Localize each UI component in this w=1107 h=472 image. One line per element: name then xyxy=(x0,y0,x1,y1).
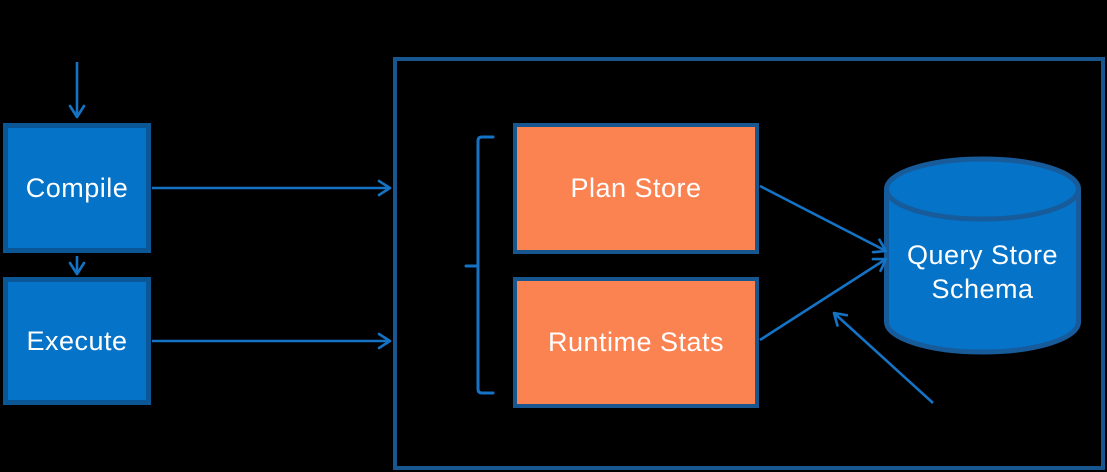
compile-label: Compile xyxy=(25,172,129,203)
query-store-container-box xyxy=(393,57,1105,470)
cylinder-body xyxy=(884,189,1081,355)
grouping-bracket xyxy=(476,135,495,395)
query-store-schema-label: Query Store Schema xyxy=(886,238,1079,306)
arrow-from-bottom-right-to-schema xyxy=(832,311,934,404)
execute-node: Execute xyxy=(3,277,151,405)
plan-store-label: Plan Store xyxy=(570,173,702,203)
cylinder-top-ellipse xyxy=(884,156,1081,222)
query-store-schema-label-line1: Query Store xyxy=(906,240,1059,270)
arrow-runtime-stats-to-schema xyxy=(759,257,888,342)
query-store-schema-label-line2: Schema xyxy=(931,274,1034,304)
runtime-stats-label: Runtime Stats xyxy=(547,327,725,357)
compile-node: Compile xyxy=(3,123,151,253)
execute-label: Execute xyxy=(26,325,128,356)
arrow-plan-store-to-schema xyxy=(759,184,888,254)
query-store-schema-cylinder xyxy=(884,156,1081,355)
plan-store-node: Plan Store xyxy=(513,123,759,254)
runtime-stats-node: Runtime Stats xyxy=(513,277,759,408)
